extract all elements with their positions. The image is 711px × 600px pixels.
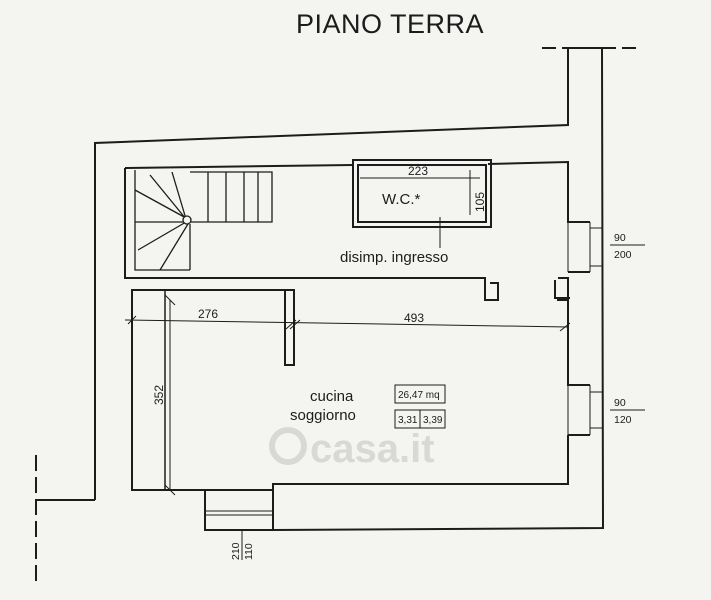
wc-wall [357,164,487,223]
dimension-lines [124,170,645,560]
hall-wall-top [124,164,354,169]
dim-width-left: 276 [198,307,218,321]
kitchen-wall [131,289,205,491]
dim-door-width: 110 [243,543,255,560]
plan-title: PIANO TERRA [296,9,484,39]
height-left: 3,31 [398,415,418,426]
dim-window-mid-width: 90 [614,397,626,409]
dim-width-right: 493 [404,311,424,325]
dim-window-top-width: 90 [614,232,626,244]
watermark: casa.it [269,427,435,471]
dim-window-mid-height: 120 [614,414,632,426]
staircase [134,170,273,271]
dim-wc-depth: 105 [473,192,487,212]
kitchen-wall-right [558,277,590,386]
room-living: soggiorno [290,407,356,424]
area-value: 26,47 mq [398,390,440,401]
dim-door-height: 210 [230,542,242,560]
room-wc: W.C.* [382,191,420,208]
dim-window-top-height: 200 [614,249,632,261]
dim-depth: 352 [152,385,166,405]
dim-wc-width: 223 [408,164,428,178]
room-hall: disimp. ingresso [340,249,448,266]
area-box [394,384,446,429]
wc-wall-outer [352,159,492,228]
entrance-door [204,489,274,531]
hall-wall-right [487,160,590,223]
watermark-text: casa.it [310,427,435,471]
wall-niche [554,280,570,299]
partition-wall [284,289,295,366]
hall-wall [124,168,499,301]
height-right: 3,39 [423,415,443,426]
room-kitchen: cucina [310,388,354,405]
